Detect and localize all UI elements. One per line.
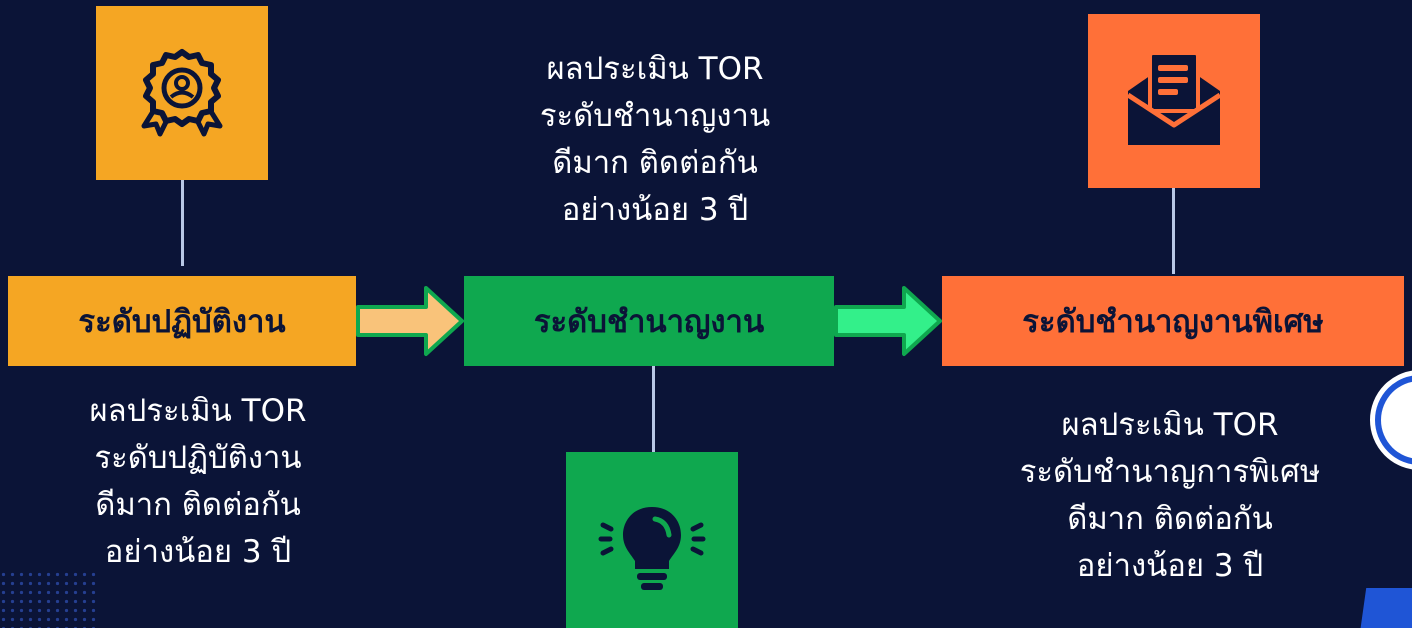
level-box-senior-skilled: ระดับชำนาญงานพิเศษ <box>942 276 1404 366</box>
corner-decoration <box>1357 588 1412 628</box>
description-senior-skilled: ผลประเมิน TOR ระดับชำนาญการพิเศษ ดีมาก ต… <box>955 402 1385 590</box>
connector-level2 <box>652 366 655 452</box>
arrow-right-1 <box>356 284 466 362</box>
award-badge-icon <box>141 49 223 137</box>
level-box-practitioner: ระดับปฏิบัติงาน <box>8 276 356 366</box>
description-line: ผลประเมิน TOR <box>1061 407 1279 443</box>
envelope-box <box>1088 14 1260 188</box>
description-line: ผลประเมิน TOR <box>546 51 764 87</box>
level-label-senior-skilled: ระดับชำนาญงานพิเศษ <box>1022 304 1324 340</box>
level-label-practitioner: ระดับปฏิบัติงาน <box>78 304 286 340</box>
award-box <box>96 6 268 180</box>
arrow-right-2 <box>834 284 944 362</box>
description-line: ดีมาก ติดต่อกัน <box>95 487 301 523</box>
level-label-skilled: ระดับชำนาญงาน <box>533 304 765 340</box>
level-box-skilled: ระดับชำนาญงาน <box>464 276 834 366</box>
description-line: ผลประเมิน TOR <box>89 393 307 429</box>
description-skilled: ผลประเมิน TOR ระดับชำนาญงาน ดีมาก ติดต่อ… <box>460 46 850 234</box>
envelope-letter-icon <box>1126 51 1222 145</box>
description-line: ระดับปฏิบัติงาน <box>94 440 302 476</box>
description-line: อย่างน้อย 3 ปี <box>561 192 749 228</box>
lightbulb-icon <box>598 507 706 590</box>
description-line: ระดับชำนาญการพิเศษ <box>1019 454 1321 490</box>
description-line: ระดับชำนาญงาน <box>539 98 771 134</box>
dot-pattern-decoration <box>0 570 100 628</box>
description-line: ดีมาก ติดต่อกัน <box>552 145 758 181</box>
connector-level3 <box>1172 188 1175 274</box>
description-line: อย่างน้อย 3 ปี <box>1076 548 1264 584</box>
connector-level1 <box>181 180 184 266</box>
description-practitioner: ผลประเมิน TOR ระดับปฏิบัติงาน ดีมาก ติดต… <box>8 388 388 576</box>
description-line: ดีมาก ติดต่อกัน <box>1067 501 1273 537</box>
lightbulb-box <box>566 452 738 628</box>
description-line: อย่างน้อย 3 ปี <box>104 534 292 570</box>
